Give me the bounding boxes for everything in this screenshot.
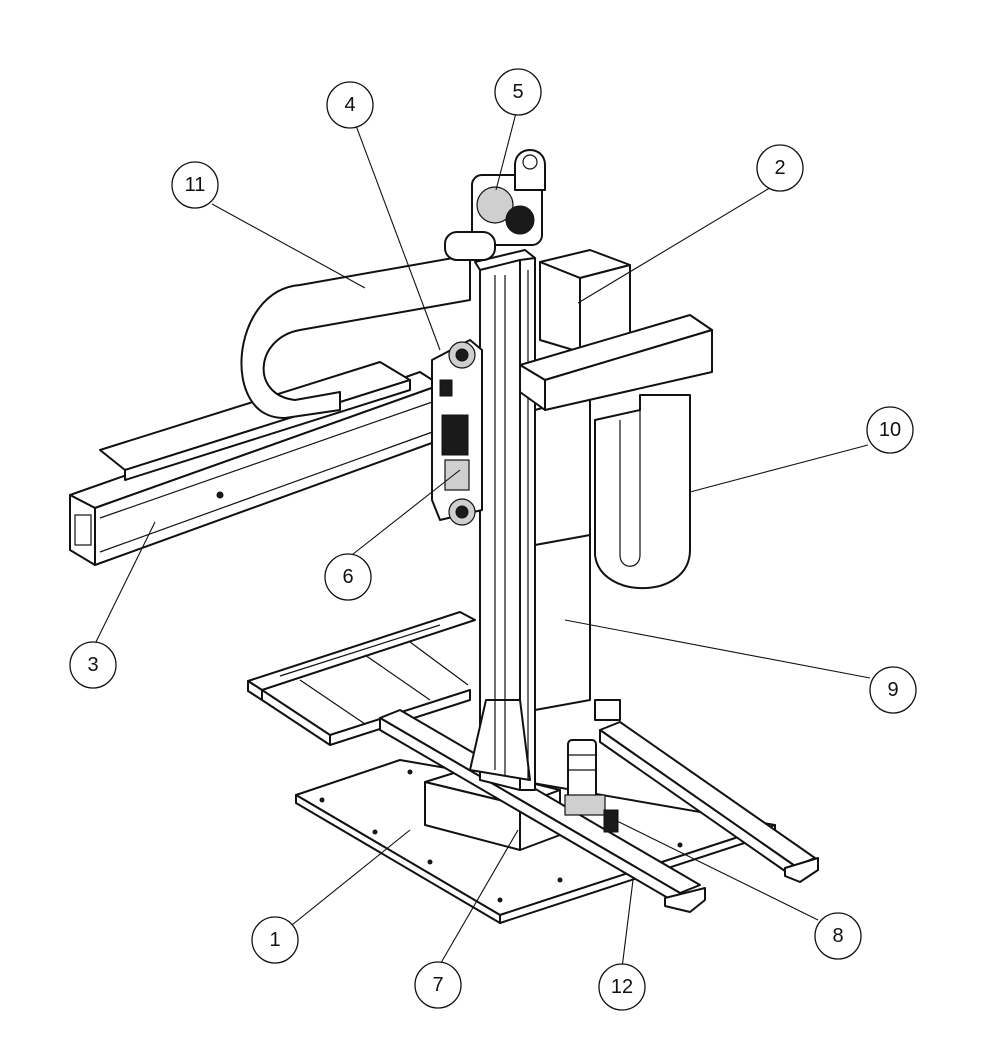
column-cover [534,394,591,711]
gearbox-top [444,149,546,261]
callout-2: 2 [756,144,804,192]
callout-label: 9 [887,679,898,701]
callout-label: 12 [611,976,633,998]
roller-carriage [431,339,483,526]
carriage-head [519,249,713,411]
cable-carrier-upper [240,254,471,420]
leader-lines [92,112,871,969]
callout-label: 11 [185,174,206,196]
callout-7: 7 [414,961,462,1009]
callout-label: 2 [774,157,785,179]
callout-9: 9 [869,666,917,714]
floor-rail-right [599,721,819,883]
callout-label: 6 [342,566,353,588]
callout-12: 12 [598,963,646,1011]
column [469,249,536,791]
floor-drive [564,699,621,833]
callout-10: 10 [866,406,914,454]
cable-carrier-right [594,394,691,590]
floor-frame-left [247,611,476,746]
callout-8: 8 [814,912,862,960]
callout-label: 7 [432,974,443,996]
callout-5: 5 [494,68,542,116]
callout-label: 10 [879,419,901,441]
callout-1: 1 [251,916,299,964]
callout-4: 4 [326,81,374,129]
callout-label: 4 [344,94,355,116]
callout-label: 3 [87,654,98,676]
callout-11: 11 [171,161,219,209]
callout-label: 8 [832,925,843,947]
callout-label: 1 [269,929,280,951]
callout-3: 3 [69,641,117,689]
floor-rail-left [379,709,706,913]
callout-6: 6 [324,553,372,601]
callout-label: 5 [512,81,523,103]
